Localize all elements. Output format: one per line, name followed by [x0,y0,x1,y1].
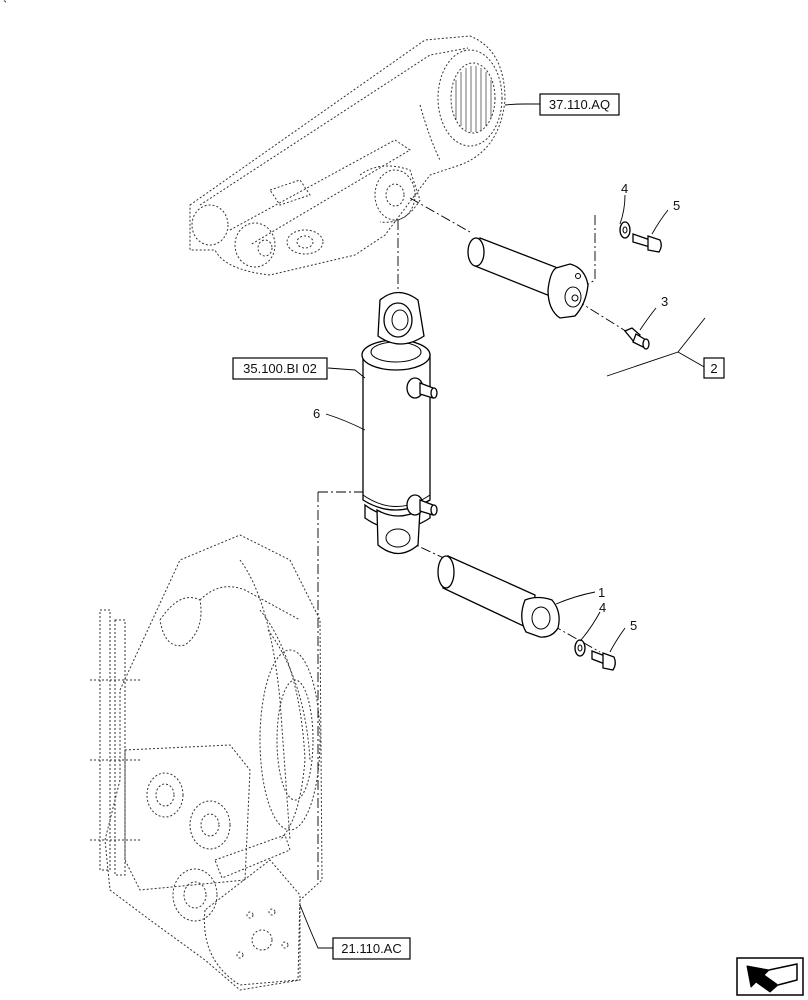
upper-washer [619,221,631,239]
callout-washer-lower: 4 [599,600,606,615]
upper-bolt [632,233,662,253]
ref-label-chassis: 21.110.AC [341,941,401,956]
ref-box-upper-arm[interactable]: 37.110.AQ [539,93,620,116]
ref-label-upper-arm: 37.110.AQ [549,97,610,112]
callout-pin: 1 [598,585,605,600]
lower-bolt [591,650,616,671]
lower-pin [437,555,560,638]
callout-washer-upper: 4 [621,181,628,196]
center-lines [317,197,641,880]
hydraulic-cylinder [361,291,438,555]
lower-port-fitting [406,494,438,516]
ref-label-kit: 2 [710,361,717,376]
callout-grease-fitting: 3 [661,294,668,309]
arrow-back-icon[interactable] [736,957,804,996]
upper-port-fitting [406,377,438,399]
upper-pin [467,237,589,319]
ref-box-chassis[interactable]: 21.110.AC [332,937,411,960]
bushing-hatch [455,66,492,132]
grease-fitting [623,327,650,350]
callout-bolt-upper: 5 [673,198,680,213]
ref-box-kit[interactable]: 2 [703,357,725,379]
ref-box-cylinder[interactable]: 35.100.BI 02 [232,357,328,380]
lower-washer [574,639,586,657]
kit-bracket [606,317,707,377]
leader-lines [299,103,669,949]
corner-mark: ` [3,0,7,13]
callout-cylinder: 6 [313,406,320,421]
chassis-phantom [90,534,323,991]
ref-label-cylinder: 35.100.BI 02 [243,361,317,376]
upper-arm-phantom [189,35,506,276]
callout-bolt-lower: 5 [630,618,637,633]
